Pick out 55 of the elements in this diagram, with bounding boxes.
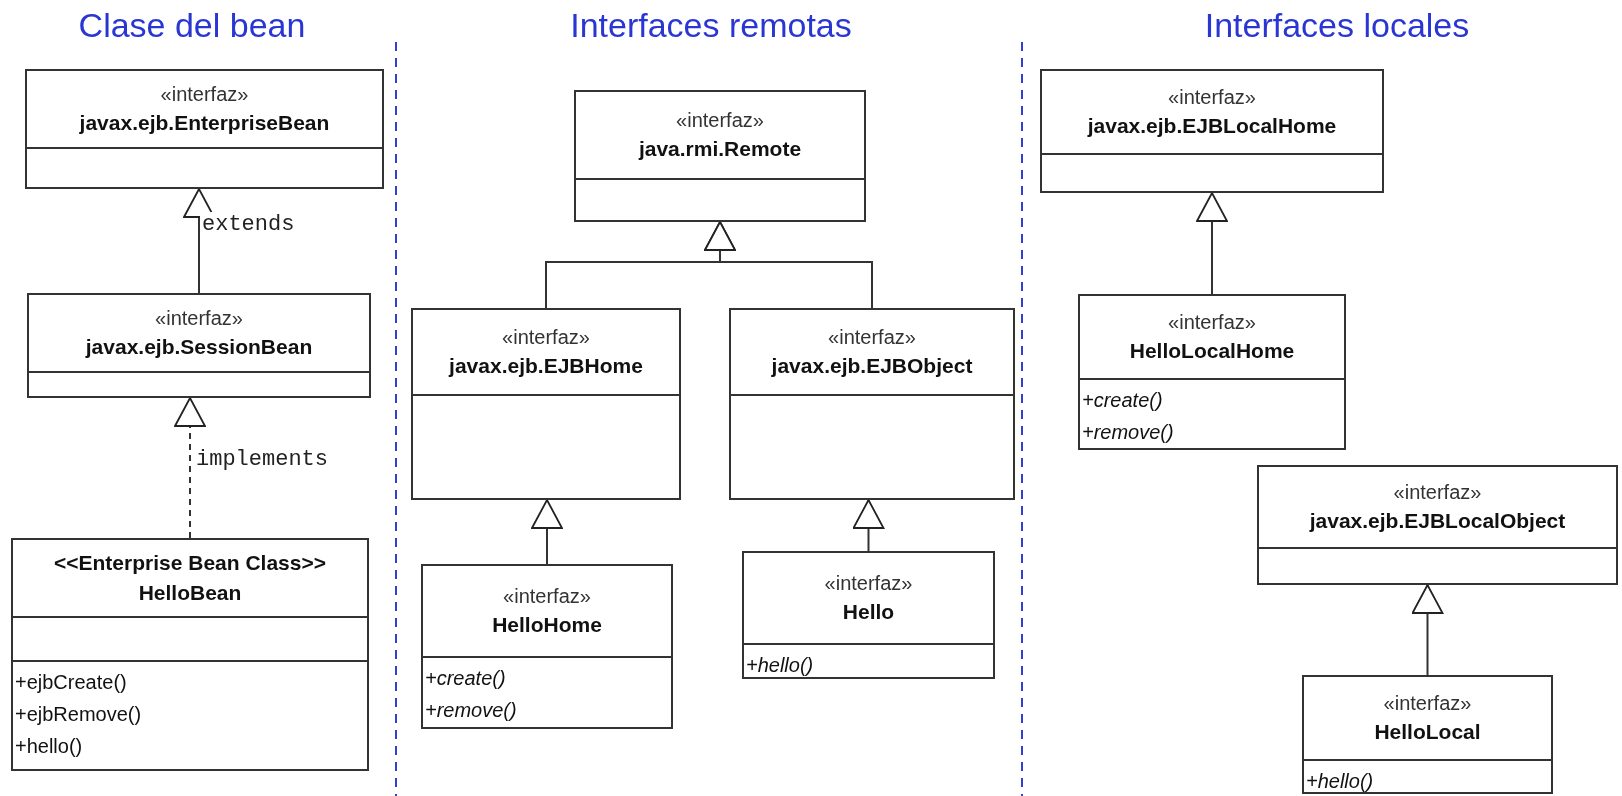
method-text: +create() — [425, 666, 507, 691]
class-name: HelloLocal — [1374, 719, 1481, 745]
class-box — [1302, 675, 1553, 794]
stereotype-text: «interfaz» — [503, 584, 591, 609]
class-box — [27, 293, 371, 398]
class-name: javax.ejb.EnterpriseBean — [79, 110, 330, 136]
stereotype-text: «interfaz» — [828, 325, 916, 350]
class-box — [1078, 294, 1346, 450]
method-text: +remove() — [425, 698, 518, 723]
stereotype-text: «interfaz» — [155, 306, 243, 331]
class-name: HelloBean — [138, 580, 242, 606]
class-name: javax.ejb.EJBLocalHome — [1087, 113, 1337, 139]
class-name: javax.ejb.EJBLocalObject — [1309, 508, 1566, 534]
stereotype-text: «interfaz» — [160, 82, 249, 107]
stereotype-text: «interfaz» — [1168, 310, 1256, 335]
class-name: javax.ejb.SessionBean — [85, 334, 313, 360]
method-text: +remove() — [1082, 420, 1175, 445]
class-name: Hello — [842, 599, 895, 625]
method-text: +hello() — [1306, 769, 1375, 794]
class-box — [1257, 465, 1618, 585]
stereotype-text: <<Enterprise Bean Class>> — [54, 550, 326, 576]
arrow — [531, 499, 563, 565]
section-heading: Interfaces remotas — [570, 5, 852, 46]
method-text: +hello() — [15, 734, 84, 759]
stereotype-text: «interfaz» — [502, 325, 590, 350]
method-text: +hello() — [746, 653, 815, 678]
stereotype-text: «interfaz» — [1168, 85, 1256, 110]
class-name: HelloLocalHome — [1129, 338, 1295, 364]
class-box — [11, 538, 369, 771]
class-box — [742, 551, 995, 679]
arrow — [1411, 584, 1444, 676]
dashed-arrow — [174, 397, 206, 539]
class-name: javax.ejb.EJBHome — [449, 353, 643, 379]
class-box — [25, 69, 384, 189]
section-heading: Interfaces locales — [1204, 5, 1470, 46]
stereotype-text: «interfaz» — [676, 108, 764, 133]
class-box — [1040, 69, 1384, 193]
arrow — [852, 499, 885, 552]
class-name: javax.ejb.EJBObject — [771, 353, 973, 379]
method-text: +ejbCreate() — [15, 670, 128, 695]
method-text: +ejbRemove() — [15, 702, 143, 727]
class-name: java.rmi.Remote — [638, 136, 802, 162]
class-box — [421, 564, 673, 729]
arrow — [704, 221, 873, 309]
class-name: HelloHome — [492, 612, 602, 638]
arrow — [1196, 192, 1228, 295]
class-box — [729, 308, 1015, 500]
class-box — [574, 90, 866, 222]
class-box — [411, 308, 681, 500]
stereotype-text: «interfaz» — [1393, 480, 1482, 505]
method-text: +create() — [1082, 388, 1164, 413]
arrow — [183, 188, 215, 294]
stereotype-text: «interfaz» — [1383, 691, 1472, 716]
section-heading: Clase del bean — [78, 5, 306, 46]
stereotype-text: «interfaz» — [824, 571, 913, 596]
